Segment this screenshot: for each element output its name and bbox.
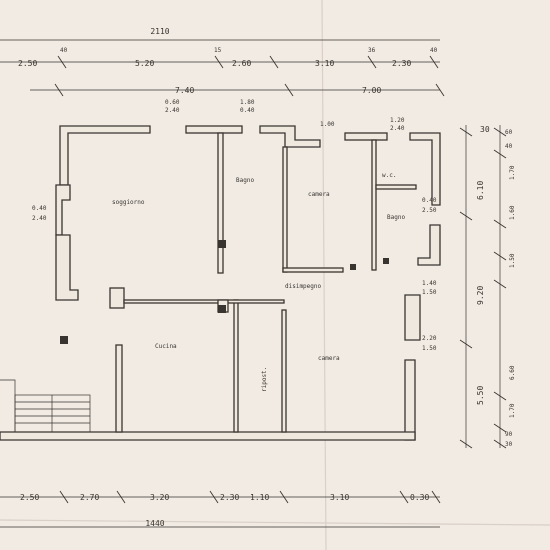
dim-top-small-2: 15: [214, 47, 222, 54]
room-cucina: Cucina: [155, 343, 177, 350]
dim-bottom-1: 2.50: [20, 493, 39, 502]
dim-far-3: 1.70: [509, 165, 516, 180]
dimension-texts: 2110 2.50 5.20 2.60 3.10 2.30 40 15 36 4…: [18, 27, 438, 528]
dim-overall-bottom: 1440: [145, 519, 164, 528]
dim-bottom-7: 0.30: [410, 493, 429, 502]
dim-bottom-3: 3.20: [150, 493, 169, 502]
dim-bottom-5: 1.10: [250, 493, 269, 502]
dim-far-6: 6.60: [509, 365, 516, 380]
dim-far-5: 1.50: [509, 253, 516, 268]
opening-7: 2.40: [390, 125, 405, 132]
dim-overall-top: 2110: [150, 27, 169, 36]
opening-2: 2.40: [165, 107, 180, 114]
dim-second-1: 7.40: [175, 86, 194, 95]
dim-right-3: 9.20: [476, 286, 485, 305]
opening-13: 1.50: [422, 345, 437, 352]
dim-right-4: 5.50: [476, 386, 485, 405]
room-wc: w.c.: [382, 172, 396, 179]
opening-14: 1.40: [422, 280, 437, 287]
dim-top-3: 2.60: [232, 59, 251, 68]
room-camera2: camera: [318, 355, 340, 362]
dim-top-1: 2.50: [18, 59, 37, 68]
opening-1: 0.60: [165, 99, 180, 106]
opening-11: 2.50: [422, 207, 437, 214]
dim-far-1: 60: [505, 129, 513, 136]
dim-far-7: 1.70: [509, 403, 516, 418]
dim-far-2: 40: [505, 143, 513, 150]
dim-top-small-4: 40: [430, 47, 438, 54]
room-bagno: Bagno: [236, 177, 254, 184]
dim-bottom-6: 3.10: [330, 493, 349, 502]
room-bagno2: Bagno: [387, 214, 405, 221]
dim-top-small-1: 40: [60, 47, 68, 54]
dim-top-small-3: 36: [368, 47, 376, 54]
dimension-lines: [0, 39, 507, 528]
opening-4: 0.40: [240, 107, 255, 114]
dim-bottom-2: 2.70: [80, 493, 99, 502]
opening-12: 2.20: [422, 335, 437, 342]
opening-8: 0.40: [32, 205, 47, 212]
room-labels: soggiorno Bagno camera Bagno disimpegno …: [112, 172, 405, 392]
opening-texts: 0.60 2.40 1.80 0.40 1.00 1.20 2.40 0.40 …: [32, 99, 437, 352]
opening-3: 1.80: [240, 99, 255, 106]
opening-9: 2.40: [32, 215, 47, 222]
opening-10: 0.40: [422, 197, 437, 204]
stairs: [0, 379, 91, 433]
opening-5: 1.00: [320, 121, 335, 128]
dim-bottom-4: 2.30: [220, 493, 239, 502]
columns: [60, 240, 389, 344]
room-corridoio: disimpegno: [285, 283, 322, 290]
dim-top-4: 3.10: [315, 59, 334, 68]
walls: [0, 125, 441, 441]
right-dimension-texts: 30 6.10 9.20 5.50 60 40 1.70 1.60 1.50 6…: [476, 125, 516, 448]
dim-top-5: 2.30: [392, 59, 411, 68]
dim-far-8: 90: [505, 431, 513, 438]
dim-far-4: 1.60: [509, 205, 516, 220]
room-camera: camera: [308, 191, 330, 198]
dim-far-9: 30: [505, 441, 513, 448]
dim-second-2: 7.00: [362, 86, 381, 95]
dim-right-1: 30: [480, 125, 490, 134]
opening-15: 1.50: [422, 289, 437, 296]
room-soggiorno: soggiorno: [112, 199, 145, 206]
room-ripost: ripost.: [261, 367, 268, 392]
opening-6: 1.20: [390, 117, 405, 124]
dim-top-2: 5.20: [135, 59, 154, 68]
dim-right-2: 6.10: [476, 181, 485, 200]
